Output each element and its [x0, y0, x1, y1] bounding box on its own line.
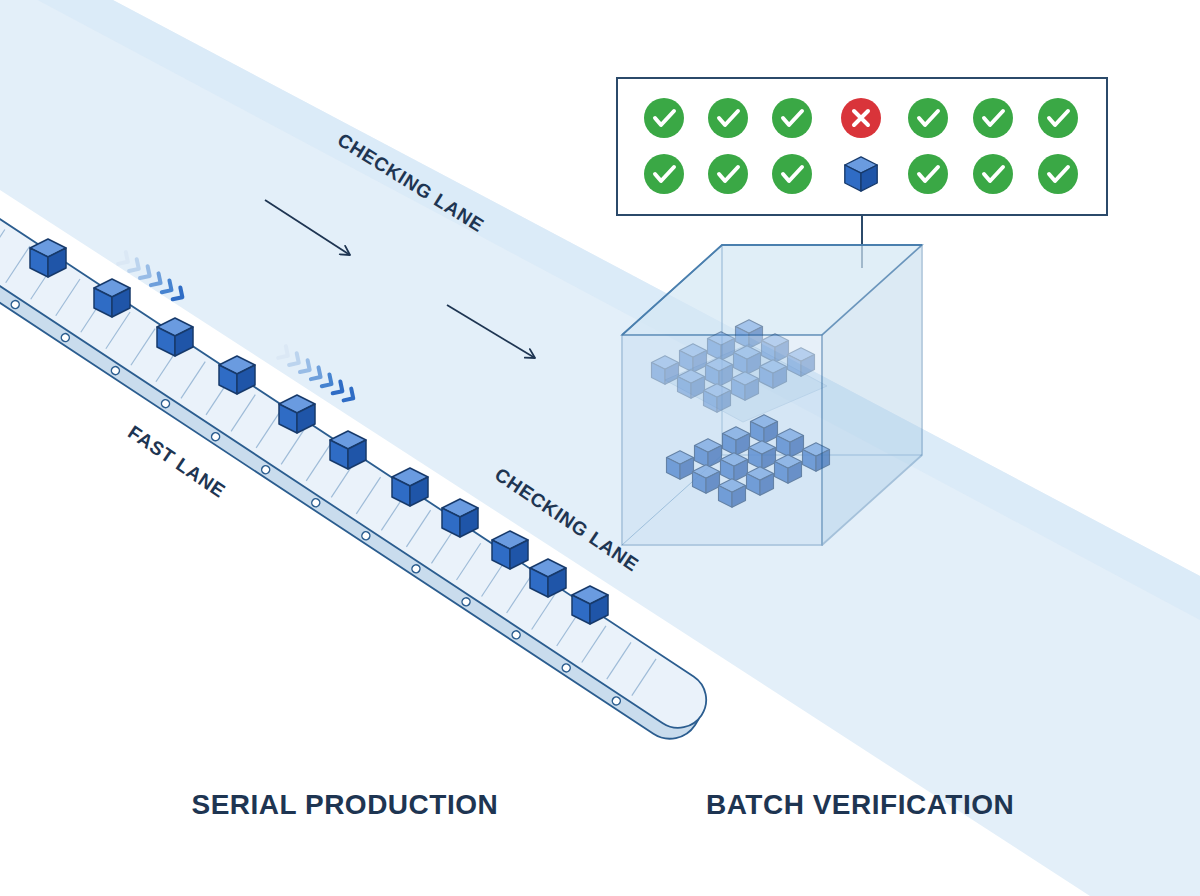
section-title: SERIAL PRODUCTION [192, 790, 499, 821]
batch-box [622, 245, 922, 545]
checking-lane-band-light [0, 0, 1200, 620]
product-cubes [30, 239, 608, 624]
lane-label: CHECKING LANE [490, 464, 642, 576]
conveyor-belt [0, 186, 717, 750]
flow-arrow [447, 305, 535, 358]
lane-label: CHECKING LANE [333, 129, 487, 236]
section-title: BATCH VERIFICATION [706, 790, 1014, 821]
speed-chevrons [278, 346, 357, 404]
lane-label: FAST LANE [123, 422, 228, 502]
flow-arrow [265, 200, 350, 255]
verification-panel [617, 78, 1107, 215]
